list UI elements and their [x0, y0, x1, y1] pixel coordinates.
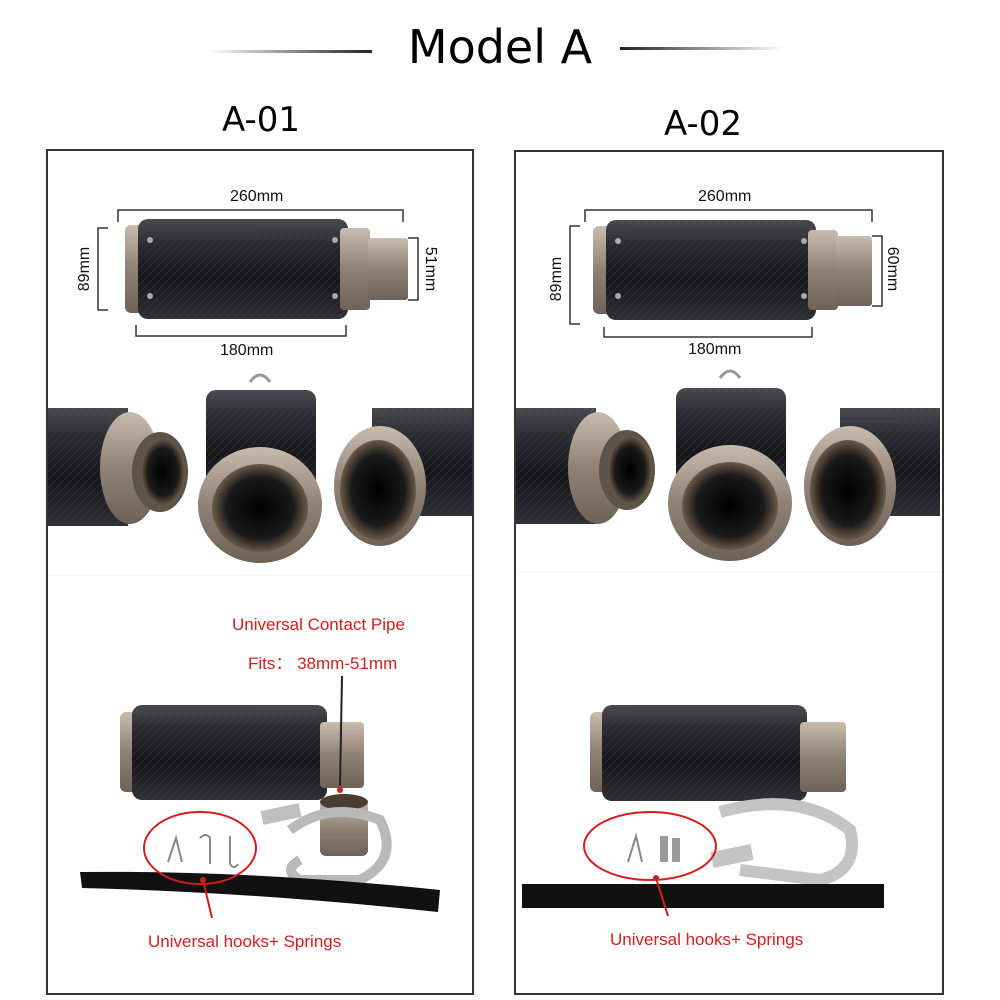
a01-contact-pipe-title: Universal Contact Pipe [232, 615, 405, 634]
a02-kit-photo [522, 705, 884, 917]
a02-views-row [516, 369, 940, 561]
a02-dimension-lines [569, 209, 883, 338]
page-title: Model A [407, 20, 593, 74]
a02-outlet-dimension: 60mm [884, 246, 902, 292]
a01-views-row [48, 373, 472, 563]
a01-height-dimension: 89mm [76, 246, 94, 292]
a02-hooks-springs-label: Universal hooks+ Springs [610, 930, 804, 949]
a02-height-dimension: 89mm [548, 256, 566, 302]
model-a01-label: A-01 [222, 100, 301, 140]
a01-hooks-springs-label: Universal hooks+ Springs [148, 932, 342, 951]
a01-contact-pipe-fits: Fits： 38mm-51mm [248, 654, 398, 673]
title-divider-right [620, 47, 784, 50]
a02-length-dimension: 260mm [698, 188, 752, 205]
a01-muffler-dimensioned [125, 219, 408, 319]
a01-dimension-lines [97, 209, 419, 337]
model-a02-label: A-02 [664, 104, 743, 144]
a01-length-dimension: 260mm [230, 188, 284, 205]
title-divider-left [208, 50, 372, 53]
a01-outlet-dimension: 51mm [422, 246, 440, 292]
a02-body-dimension: 180mm [688, 341, 742, 358]
a01-body-dimension: 180mm [220, 342, 274, 359]
a01-kit-photo [80, 675, 440, 919]
a02-muffler-dimensioned [593, 220, 872, 320]
